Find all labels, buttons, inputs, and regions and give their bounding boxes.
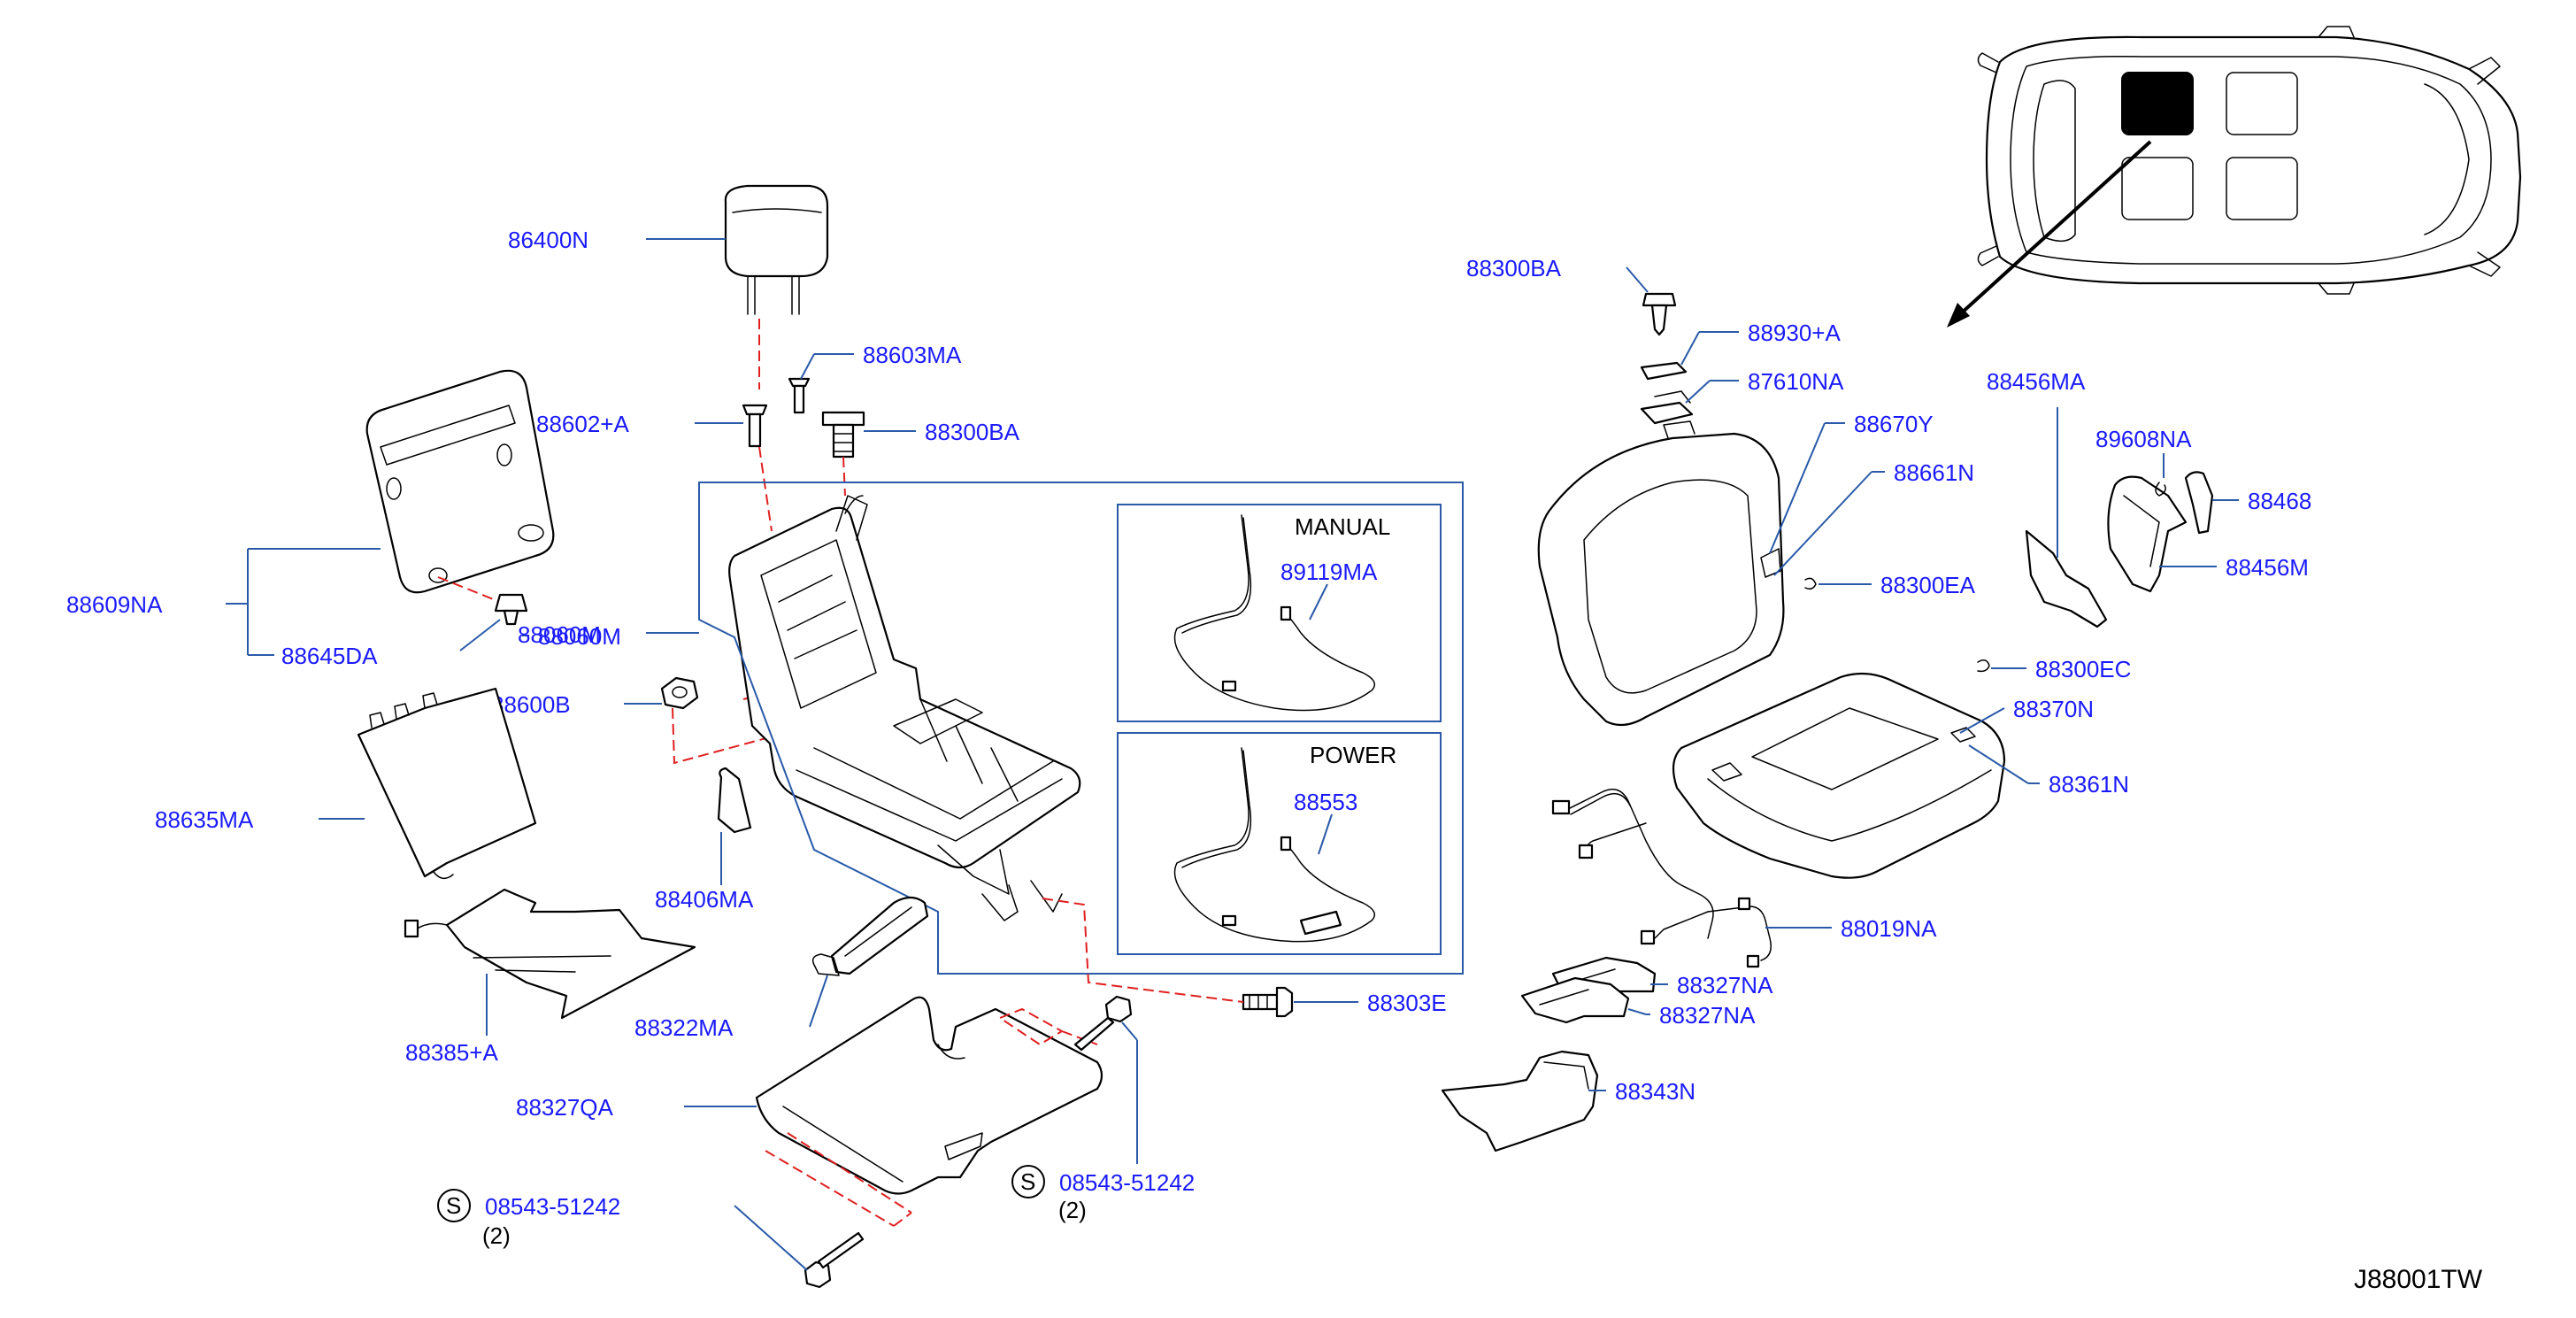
finisher-87610NA [1640, 390, 1694, 425]
lever-88468 [2184, 471, 2214, 535]
label-88385A: 88385+A [405, 1039, 498, 1066]
label-88930A: 88930+A [1748, 320, 1841, 346]
label-88303E: 88303E [1367, 990, 1447, 1016]
cover-88327QA [755, 996, 1103, 1195]
trim-88322MA [811, 896, 929, 976]
guide-pin-88603MA [788, 377, 811, 414]
harness-89119MA [1173, 514, 1376, 712]
label-88300BA-right: 88300BA [1466, 255, 1562, 281]
s-symbol-icon [437, 1189, 471, 1222]
svg-text:(2): (2) [1058, 1197, 1087, 1223]
cover-88343N [1441, 1050, 1599, 1152]
label-88468: 88468 [2248, 488, 2311, 514]
label-88602A: 88602+A [536, 411, 629, 437]
standard-part-callout-left: S 08543-51242 (2) [437, 1189, 620, 1249]
screw-left [804, 1231, 865, 1289]
label-88603MA: 88603MA [863, 342, 962, 368]
label-88327NA-a: 88327NA [1677, 972, 1773, 998]
svg-text:08543-51242: 08543-51242 [1059, 1169, 1195, 1196]
power-inset [1117, 732, 1442, 955]
label-86400N: 86400N [508, 227, 588, 253]
clip-88060M [494, 593, 528, 626]
label-89608NA: 89608NA [2095, 426, 2192, 452]
svg-text:S: S [446, 1192, 461, 1219]
label-88661N: 88661N [1894, 459, 1974, 486]
bracket-88406MA [717, 767, 752, 834]
bolt-88300BA-right [1642, 292, 1677, 336]
label-88019NA: 88019NA [1841, 915, 1937, 942]
label-88370N: 88370N [2013, 696, 2094, 722]
label-88635MA: 88635MA [155, 806, 254, 833]
bolt-88303E [1242, 986, 1294, 1018]
diagram-code: J88001TW [2354, 1265, 2483, 1294]
clip-88300EC [1977, 659, 1990, 673]
manual-label: MANUAL [1295, 513, 1390, 540]
s-symbol-icon [1011, 1165, 1045, 1199]
cap-88930A [1640, 361, 1688, 381]
cover-88327NA-b [1520, 976, 1630, 1024]
manual-inset [1117, 504, 1442, 722]
label-88322MA: 88322MA [634, 1014, 734, 1041]
svg-text:S: S [1020, 1168, 1035, 1195]
power-label: POWER [1310, 742, 1396, 768]
svg-text:(2): (2) [482, 1222, 511, 1249]
label-88327QA: 88327QA [516, 1094, 614, 1121]
panel-88635MA [357, 687, 537, 880]
label-88060M-frame: 88060M [518, 621, 601, 648]
seat-back-88670Y [1537, 420, 1785, 727]
back-board-88609NA [365, 369, 555, 594]
label-88456M: 88456M [2226, 554, 2309, 581]
label-88300EA: 88300EA [1880, 572, 1976, 598]
label-88609NA: 88609NA [66, 591, 163, 618]
vehicle-locator-icon [1947, 26, 2522, 328]
seat-frame-88060M [728, 495, 1081, 921]
clip-88300EA [1804, 577, 1817, 590]
svg-text:08543-51242: 08543-51242 [485, 1193, 620, 1220]
bolt-88300BA-left [821, 411, 865, 459]
harness-88553 [1173, 747, 1376, 943]
label-88670Y: 88670Y [1854, 411, 1934, 437]
label-88300EC: 88300EC [2035, 656, 2131, 682]
label-89119MA: 89119MA [1280, 559, 1378, 585]
label-88343N: 88343N [1615, 1078, 1696, 1105]
label-88456MA: 88456MA [1987, 368, 2086, 395]
label-88645DA: 88645DA [281, 643, 378, 669]
label-88361N: 88361N [2049, 771, 2129, 798]
standard-part-callout-right: S 08543-51242 (2) [1011, 1165, 1195, 1223]
label-88553: 88553 [1294, 789, 1357, 815]
nut-88600B [660, 676, 699, 710]
headrest-86400N [724, 184, 829, 315]
label-88300BA-left: 88300BA [925, 419, 1020, 445]
guide-pin-88602A [742, 404, 768, 448]
label-88406MA: 88406MA [655, 886, 754, 913]
label-88600B: 88600B [491, 691, 571, 718]
label-87610NA: 87610NA [1748, 368, 1844, 395]
label-88060M: 88060M [538, 623, 621, 650]
bracket-88456MA [2025, 529, 2108, 628]
seat-cushion-88361N [1672, 672, 2006, 879]
label-88327NA-b: 88327NA [1659, 1002, 1756, 1029]
harness-88019NA [1551, 788, 1772, 968]
hook-89608NA [2155, 482, 2166, 497]
cover-88456M [2107, 475, 2188, 593]
screw-right [1073, 995, 1133, 1052]
seat-heater-88385A [404, 888, 696, 1020]
